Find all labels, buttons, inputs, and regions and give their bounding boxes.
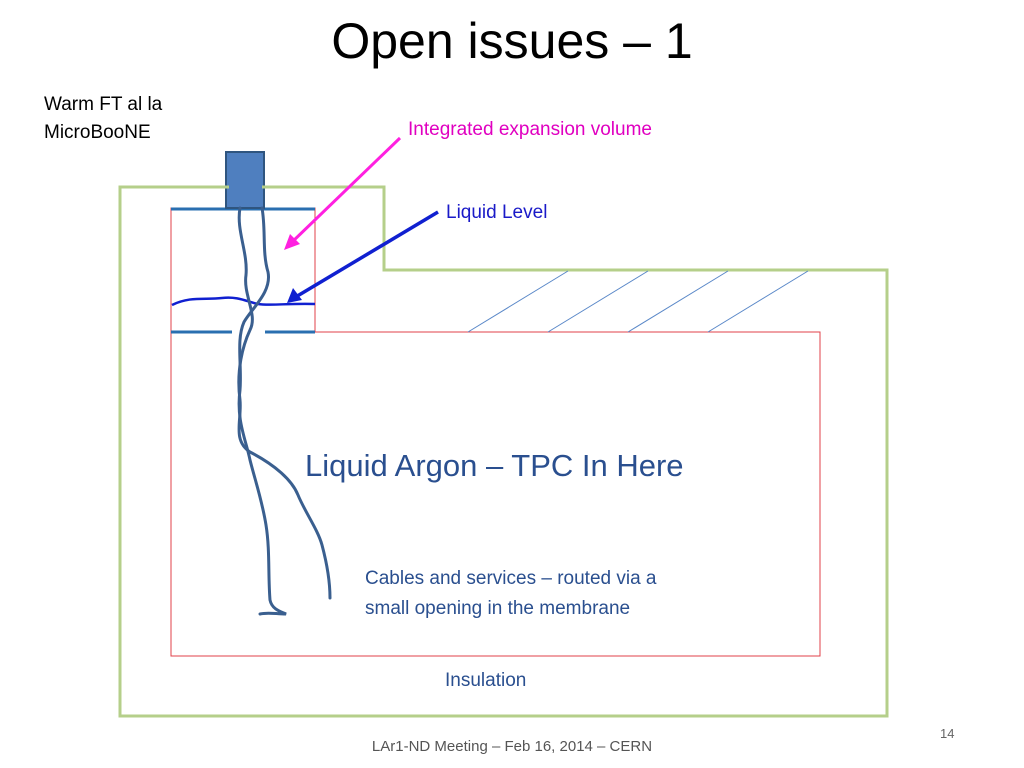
warm-ft-label-line1: Warm FT al la [44,94,163,115]
cables-label: Cables and services – routed via a small… [365,564,745,624]
liquid-level-arrow [293,210,439,300]
expansion-arrowhead [284,234,300,250]
warm-ft-label-line2: MicroBooNE [44,122,151,143]
expansion-volume-label: Integrated expansion volume [408,119,652,140]
expansion-arrow [288,136,402,246]
liquid-level-arrowhead [287,288,302,303]
slide-title: Open issues – 1 [331,13,693,69]
liquid-level-line [171,296,316,307]
slide-footer: LAr1-ND Meeting – Feb 16, 2014 – CERN [371,738,653,755]
page-number: 14 [940,726,955,741]
cables [237,206,332,616]
warm-ft-label: Warm FT al la MicroBooNE [44,91,244,147]
cables-label-line1: Cables and services – routed via a [365,568,657,589]
hatch-lines [467,270,809,333]
feedthrough-block [225,151,265,209]
argon-label: Liquid Argon – TPC In Here [305,448,684,483]
insulation-label: Insulation [445,670,527,691]
cables-label-line2: small opening in the membrane [365,598,631,619]
liquid-level-label: Liquid Level [446,202,548,223]
insulation-outline [118,185,889,718]
